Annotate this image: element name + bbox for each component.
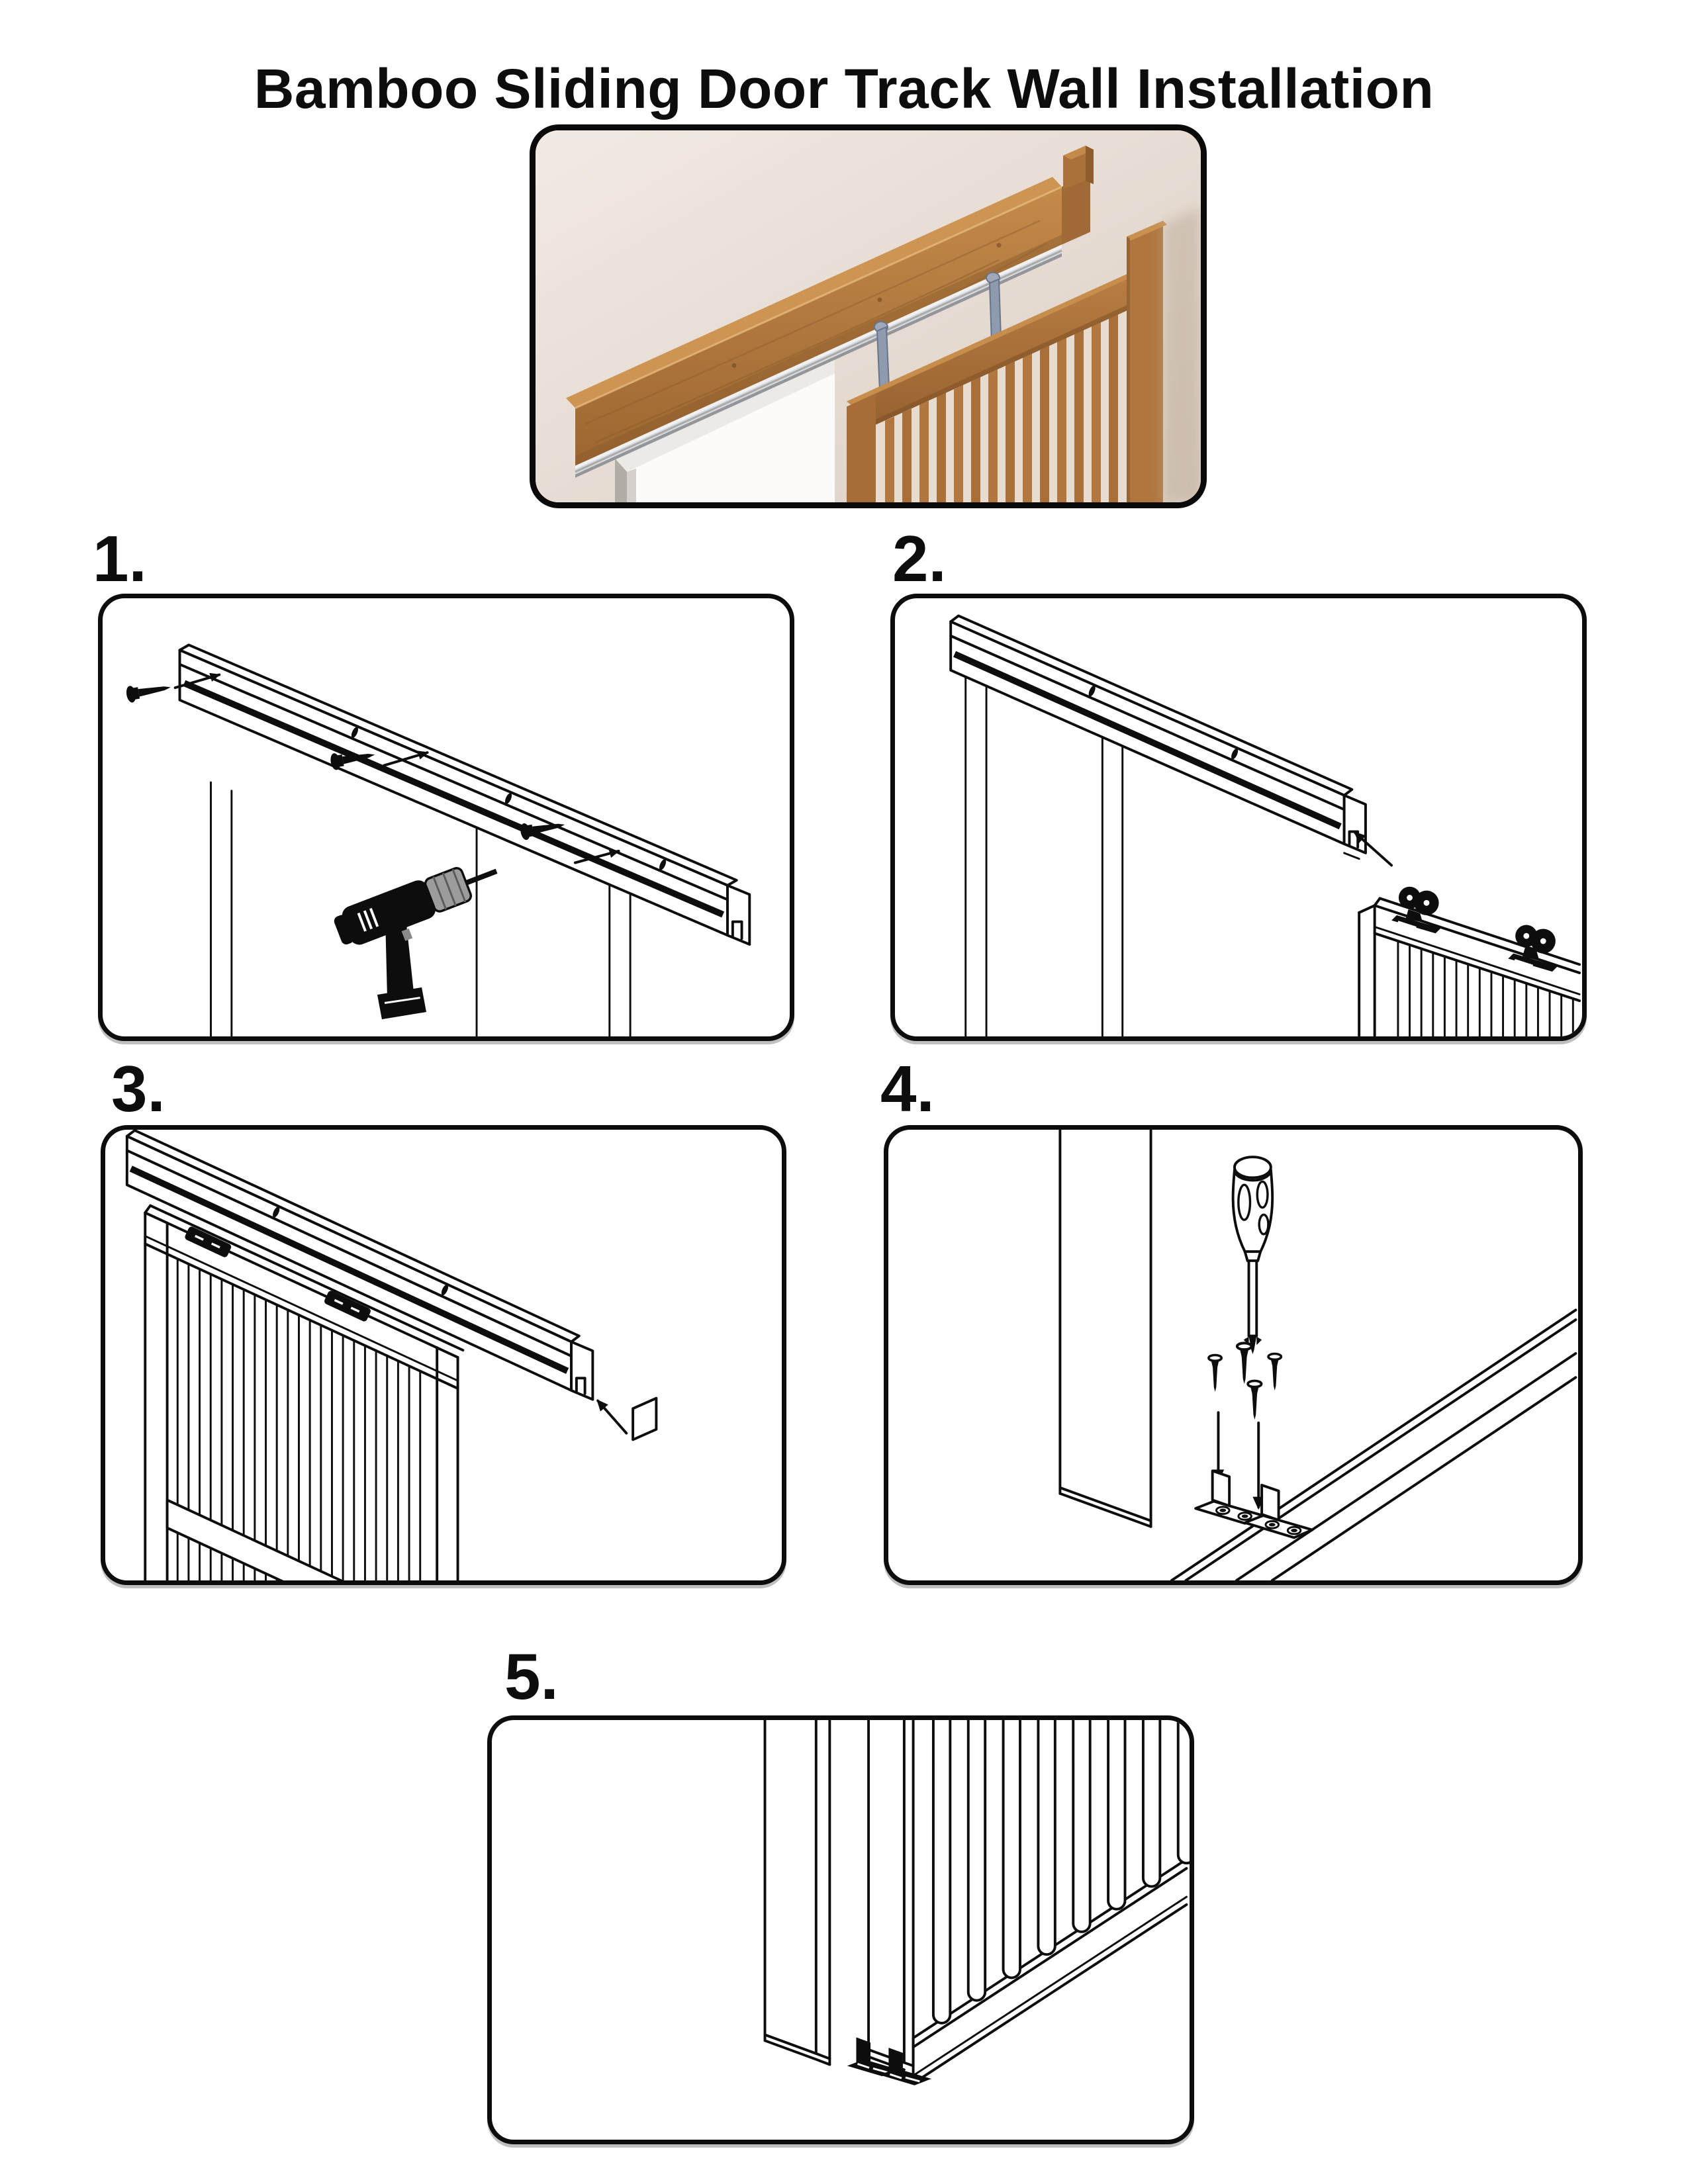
arrow-icon [173, 672, 221, 690]
photo-door [847, 220, 1167, 502]
step-2-illustration [949, 614, 1581, 1036]
step-4-panel [884, 1125, 1583, 1585]
door-slats [1397, 940, 1574, 1036]
step-4-number: 4. [880, 1052, 935, 1125]
door-bottom-rail [165, 1498, 344, 1580]
door-with-rollers-illustration [1358, 886, 1581, 1036]
hanger-plate-icon [185, 1226, 232, 1257]
guide-screw-icon [1246, 1379, 1263, 1420]
guide-screw-icon [1235, 1342, 1253, 1385]
step-5-illustration [763, 1720, 1190, 2085]
step-4-illustration [1058, 1130, 1577, 1580]
hanger-plate-icon [324, 1291, 371, 1322]
door-bottom-edge [1170, 1308, 1577, 1580]
page-title: Bamboo Sliding Door Track Wall Installat… [254, 58, 1434, 120]
track-illustration [178, 643, 751, 946]
wall-column [763, 1720, 831, 2066]
floor-guide-icon [847, 2037, 900, 2077]
step-2-number: 2. [892, 522, 947, 595]
guide-screw-icon [1207, 1353, 1223, 1392]
step-5-panel [487, 1715, 1194, 2144]
photo-hangers [874, 271, 1002, 392]
door-bottom-illustration [912, 1720, 1190, 2085]
hero-photo [530, 124, 1207, 508]
step-3-number: 3. [111, 1052, 165, 1125]
floor-guide-icon [1194, 1469, 1265, 1525]
track-illustration [125, 1130, 594, 1401]
wall-stud [1058, 1130, 1152, 1528]
door-stile [867, 1720, 915, 2071]
door-frame-lines [964, 660, 1124, 1036]
step-1-panel [98, 594, 794, 1041]
door-slats [931, 1720, 1190, 2025]
wall-screw-icon [126, 686, 171, 703]
track-illustration [949, 614, 1367, 860]
hero-photo-illustration [536, 130, 1201, 502]
screwdriver-icon [1231, 1156, 1274, 1355]
roller-icon [1508, 925, 1558, 972]
step-3-illustration [125, 1130, 658, 1580]
door-frame-lines [210, 781, 632, 1036]
step-3-panel [101, 1125, 786, 1585]
drill-icon [334, 867, 498, 1020]
photo-doorway [615, 359, 835, 502]
photo-door-slats [885, 314, 1118, 502]
hanging-door-illustration [144, 1204, 465, 1580]
guide-screw-icon [1267, 1352, 1283, 1391]
step-1-number: 1. [93, 522, 147, 595]
wall-screw-icon [520, 823, 565, 841]
roller-icon [1391, 886, 1441, 934]
arrow-icon [383, 751, 429, 767]
arrow-icon [573, 848, 620, 864]
floor-guide-icon [1243, 1484, 1314, 1539]
arrow-icon [596, 1399, 628, 1435]
step-2-panel [890, 594, 1587, 1041]
step-1-illustration [126, 643, 751, 1036]
photo-track-beam [566, 146, 1094, 478]
photo-door-shadow [1163, 206, 1201, 502]
step-5-number: 5. [504, 1640, 559, 1713]
arrow-icon [1354, 831, 1393, 867]
floor-guide-icon [879, 2048, 931, 2085]
end-cap-icon [632, 1396, 658, 1441]
wall-screw-icon [330, 753, 375, 770]
